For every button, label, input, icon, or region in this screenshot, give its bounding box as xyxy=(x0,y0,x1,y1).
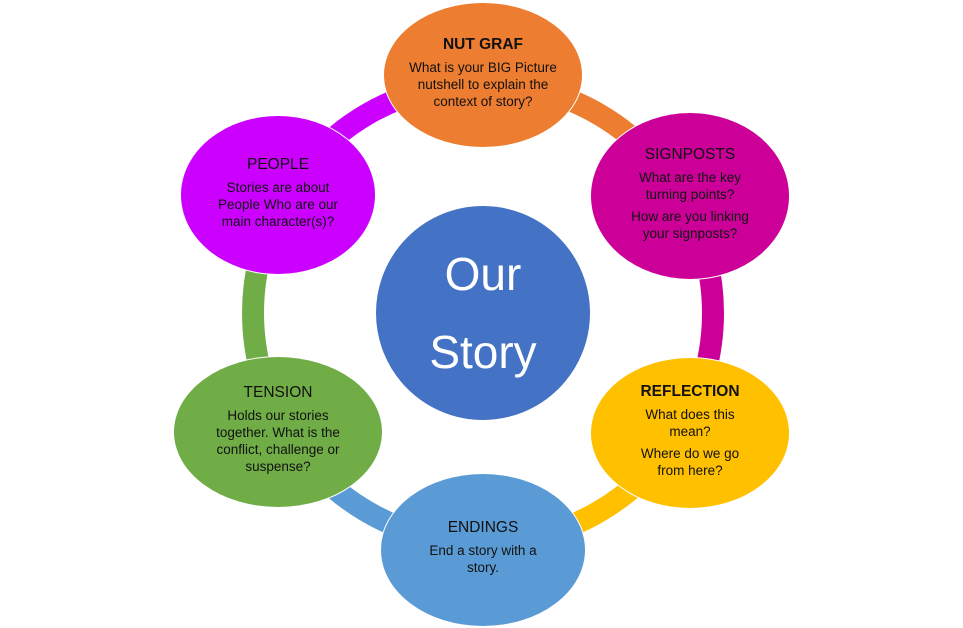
node-text: What is your BIG Picture nutshell to exp… xyxy=(409,59,557,109)
node-text: How are you linking your signposts? xyxy=(631,208,749,241)
node-tension: TENSION Holds our stories together. What … xyxy=(173,356,383,508)
node-text: Holds our stories together. What is the … xyxy=(216,408,340,474)
node-title: ENDINGS xyxy=(447,519,519,536)
node-title: TENSION xyxy=(243,384,313,401)
node-people: PEOPLE Stories are about People Who are o… xyxy=(180,115,376,275)
node-text: Stories are about People Who are our mai… xyxy=(217,179,339,229)
node-text: End a story with a story. xyxy=(429,543,537,575)
node-title: SIGNPOSTS xyxy=(644,145,736,163)
node-title: NUT GRAF xyxy=(442,35,524,53)
node-reflection: REFLECTION What does this mean? Where do w… xyxy=(590,357,790,509)
center-title-line2: Story xyxy=(429,326,537,378)
node-text: What does this mean? xyxy=(645,406,735,439)
center-title-line1: Our xyxy=(444,248,522,300)
node-title: REFLECTION xyxy=(640,382,740,400)
node-text: Where do we go from here? xyxy=(640,445,740,478)
node-title: PEOPLE xyxy=(246,155,310,173)
node-text: What are the key turning points? xyxy=(638,169,742,202)
node-nut-graf: NUT GRAF What is your BIG Picture nutshel… xyxy=(383,2,583,148)
node-signposts: SIGNPOSTS What are the key turning points… xyxy=(590,112,790,280)
center-circle: Our Story xyxy=(375,205,591,421)
node-endings: ENDINGS End a story with a story. xyxy=(380,473,586,627)
